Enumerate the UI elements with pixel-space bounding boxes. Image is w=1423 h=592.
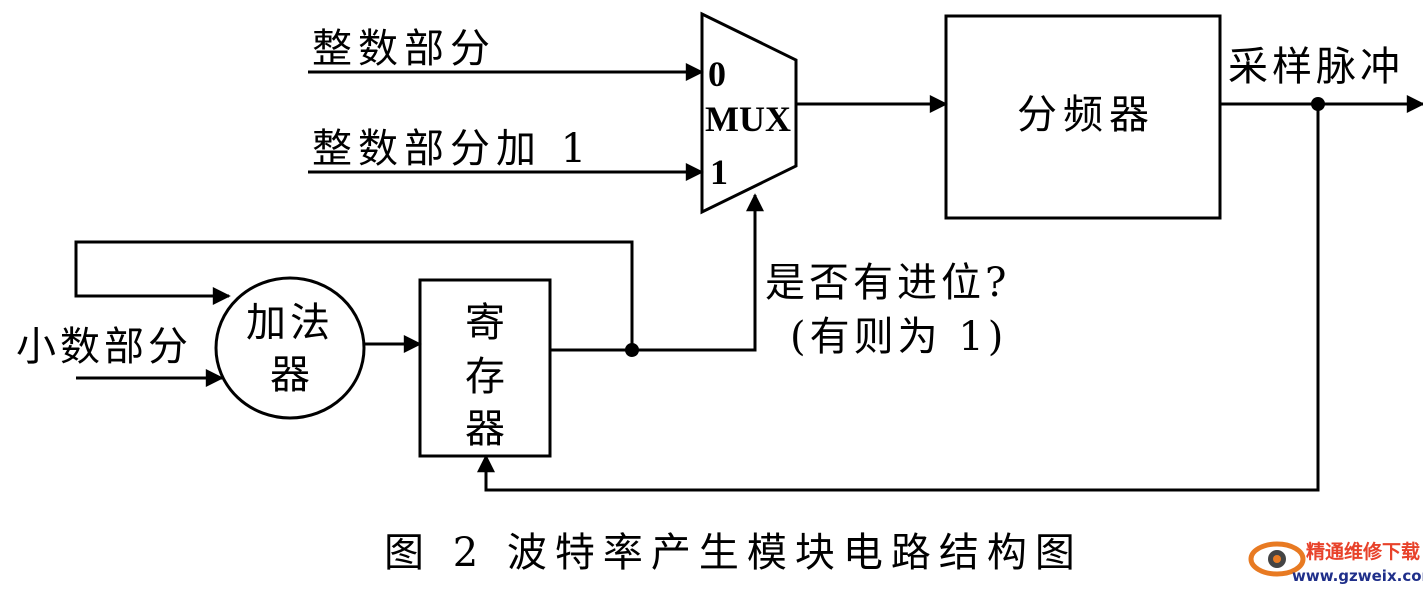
eye-logo-icon <box>1248 541 1306 577</box>
wire-feedback-to-register <box>477 104 1320 492</box>
watermark: 精通维修下载 www.gzweix.com <box>1248 540 1423 585</box>
adder-block <box>214 276 366 420</box>
divider-label: 分频器 <box>1017 92 1155 138</box>
register-label-line1: 寄 <box>465 300 505 346</box>
register-label-line3: 器 <box>465 406 505 452</box>
carry-note-label: (有则为 1) <box>790 314 1007 360</box>
adder-label-line2: 器 <box>270 352 310 398</box>
figure-caption: 图 2 波特率产生模块电路结构图 <box>384 530 1083 576</box>
carry-question-label: 是否有进位? <box>765 260 1010 306</box>
mux-block <box>700 11 798 215</box>
label-integer-part-plus-one: 整数部分加 1 <box>312 126 592 172</box>
label-fraction-part: 小数部分 <box>16 324 192 370</box>
adder-label-line1: 加法 <box>246 300 334 346</box>
watermark-name: 精通维修下载 <box>1306 540 1420 563</box>
divider-block <box>944 14 1222 220</box>
mux-input1-label: 1 <box>710 152 728 192</box>
register-label-line2: 存 <box>465 354 505 400</box>
wire-carry-to-mux-select <box>632 193 764 352</box>
mux-label: MUX <box>705 99 791 139</box>
watermark-url: www.gzweix.com <box>1292 567 1423 585</box>
wire-register-feedback-to-adder <box>74 240 634 350</box>
label-integer-part: 整数部分 <box>312 26 496 72</box>
mux-input0-label: 0 <box>708 54 726 94</box>
output-label: 采样脉冲 <box>1228 44 1404 90</box>
